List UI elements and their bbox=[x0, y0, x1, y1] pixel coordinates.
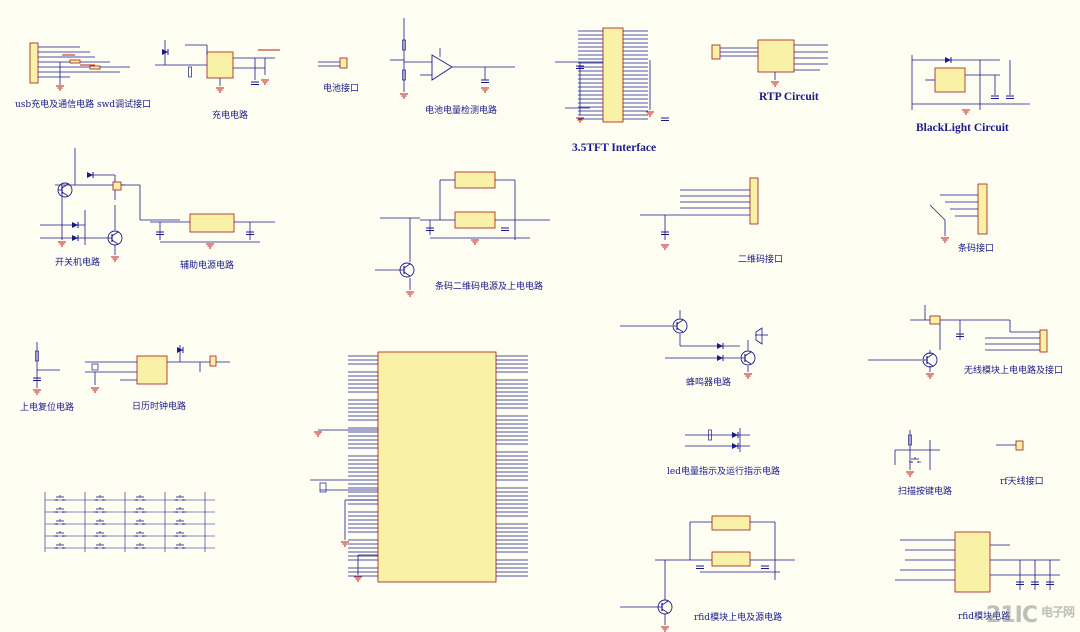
aux-power-block bbox=[150, 213, 275, 249]
wireless-block bbox=[868, 305, 1048, 379]
key-matrix-block bbox=[44, 492, 215, 552]
qr-port-block bbox=[640, 177, 759, 250]
watermark-main: 21IC bbox=[986, 603, 1038, 628]
label-buzzer: 蜂鸣器电路 bbox=[686, 378, 732, 388]
label-wireless: 无线模块上电电路及接口 bbox=[964, 366, 1064, 376]
label-barcode-port: 条码接口 bbox=[958, 244, 995, 254]
label-charge: 充电电路 bbox=[212, 111, 249, 121]
backlight-block bbox=[911, 55, 1030, 115]
label-battery-port: 电池接口 bbox=[323, 84, 360, 94]
rtc-block bbox=[85, 345, 230, 393]
battery-port-block bbox=[318, 57, 348, 69]
barcode-port-block bbox=[929, 183, 988, 243]
watermark-sub: 电子网 bbox=[1040, 605, 1075, 619]
rtp-block bbox=[711, 39, 828, 87]
tft-connector-block bbox=[555, 27, 670, 123]
label-keys: 扫描按键电路 bbox=[898, 487, 953, 497]
mcu-block bbox=[310, 351, 528, 583]
rfid-power-block bbox=[620, 515, 795, 632]
label-backlight: BlackLight Circuit bbox=[916, 122, 1009, 134]
label-reset: 上电复位电路 bbox=[20, 403, 75, 413]
label-rfid: rfid模块上电及源电路 bbox=[694, 613, 783, 623]
buzzer-block bbox=[620, 310, 768, 379]
charge-block bbox=[155, 40, 280, 93]
label-qr-port: 二维码接口 bbox=[738, 255, 784, 265]
label-rf-antenna: rf天线接口 bbox=[1000, 477, 1044, 487]
rf-antenna-block bbox=[996, 440, 1024, 451]
label-tft: 3.5TFT Interface bbox=[572, 142, 657, 154]
usb-swd-block bbox=[29, 42, 130, 91]
label-rfid-module: rfid模块电路 bbox=[958, 612, 1011, 622]
label-aux-power: 辅助电源电路 bbox=[180, 261, 235, 271]
label-power-switch: 开关机电路 bbox=[55, 258, 101, 268]
led-block bbox=[685, 428, 750, 452]
label-usb: usb充电及通信电路 swd调试接口 bbox=[15, 100, 152, 110]
reset-block bbox=[32, 342, 60, 395]
scan-keys-block bbox=[894, 430, 940, 477]
battery-detect-block bbox=[390, 18, 515, 99]
label-barcode-power: 条码二维码电源及上电电路 bbox=[435, 282, 544, 292]
rfid-module-block bbox=[895, 531, 1060, 593]
power-switch-block bbox=[40, 148, 180, 262]
label-led: led电量指示及运行指示电路 bbox=[667, 467, 780, 477]
barcode-power-block bbox=[375, 171, 550, 297]
label-battery-detect: 电池电量检测电路 bbox=[425, 106, 498, 116]
label-rtp: RTP Circuit bbox=[759, 91, 819, 103]
label-rtc: 日历时钟电路 bbox=[132, 402, 187, 412]
